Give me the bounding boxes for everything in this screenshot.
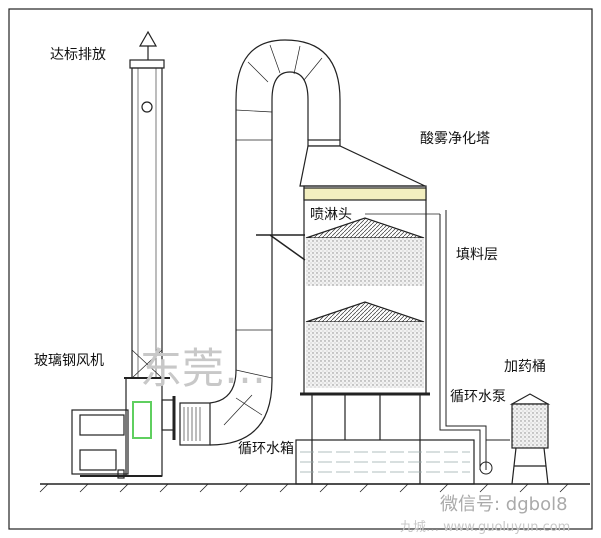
circulation-tank	[295, 439, 475, 485]
frame	[8, 8, 593, 530]
air-duct	[161, 39, 341, 446]
label-circ-tank: 循环水箱	[238, 441, 294, 457]
label-circ-pump: 循环水泵	[450, 389, 506, 405]
watermark-site: 九城… www.guoluyun.com	[400, 520, 571, 535]
circulation-pipe	[439, 210, 510, 475]
watermark-center: 东莞…	[140, 344, 267, 393]
label-dosing-tank: 加药桶	[504, 359, 546, 375]
dosing-tank	[509, 393, 551, 485]
acid-mist-tower	[299, 139, 440, 484]
label-fan: 玻璃钢风机	[34, 353, 104, 369]
label-spray-head: 喷淋头	[310, 207, 352, 223]
watermark-wechat: 微信号: dgbol8	[440, 494, 568, 515]
label-tower: 酸雾净化塔	[420, 131, 490, 147]
label-discharge: 达标排放	[50, 47, 106, 63]
ground-hatch	[39, 483, 569, 493]
label-packing-layer: 填料层	[456, 247, 498, 263]
exhaust-stack	[124, 30, 170, 379]
